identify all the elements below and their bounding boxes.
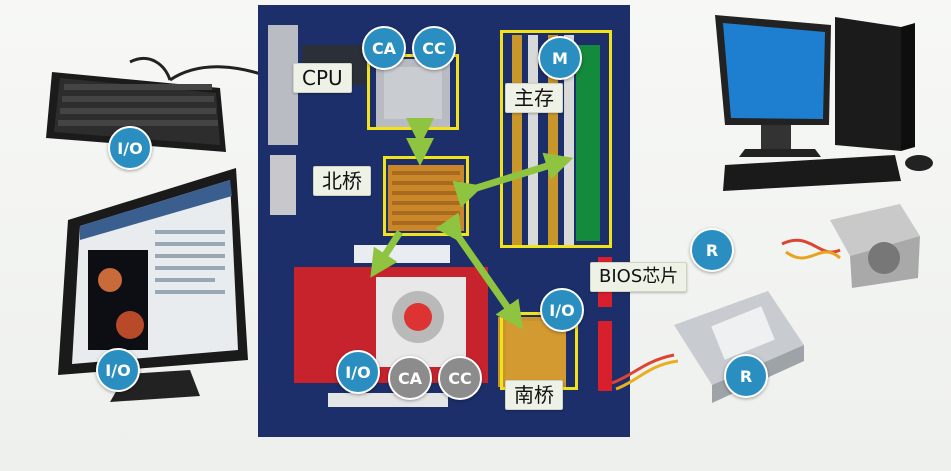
- southbridge-label: 南桥: [505, 380, 563, 410]
- southbridge-io-badge: I/O: [540, 288, 584, 332]
- cpu-cc-badge: CC: [412, 26, 456, 70]
- cpu-ca-badge: CA: [362, 26, 406, 70]
- keyboard-io-badge: I/O: [108, 126, 152, 170]
- hard-disk-r-badge: R: [724, 354, 768, 398]
- bios-chip-label: BIOS芯片: [590, 262, 688, 292]
- northbridge-label: 北桥: [313, 166, 371, 196]
- graphics-cc-badge: CC: [438, 356, 482, 400]
- monitor-image: [58, 168, 248, 402]
- monitor-io-badge: I/O: [96, 348, 140, 392]
- memory-highlight-box: [500, 30, 612, 248]
- cpu-label: CPU: [293, 63, 352, 93]
- arrow-northbridge-southbridge: [435, 212, 524, 330]
- arrow-northbridge-graphics: [370, 230, 403, 278]
- keyboard-image: [46, 56, 279, 152]
- arrow-northbridge-memory: [452, 152, 574, 208]
- graphics-ca-badge: CA: [388, 356, 432, 400]
- desktop-pc-image: [715, 15, 933, 191]
- main-memory-label: 主存: [505, 83, 563, 113]
- bios-r-badge: R: [690, 228, 734, 272]
- memory-m-badge: M: [538, 36, 582, 80]
- graphics-io-badge: I/O: [336, 350, 380, 394]
- hard-disk-image: [611, 291, 804, 403]
- power-supply-image: [781, 204, 920, 288]
